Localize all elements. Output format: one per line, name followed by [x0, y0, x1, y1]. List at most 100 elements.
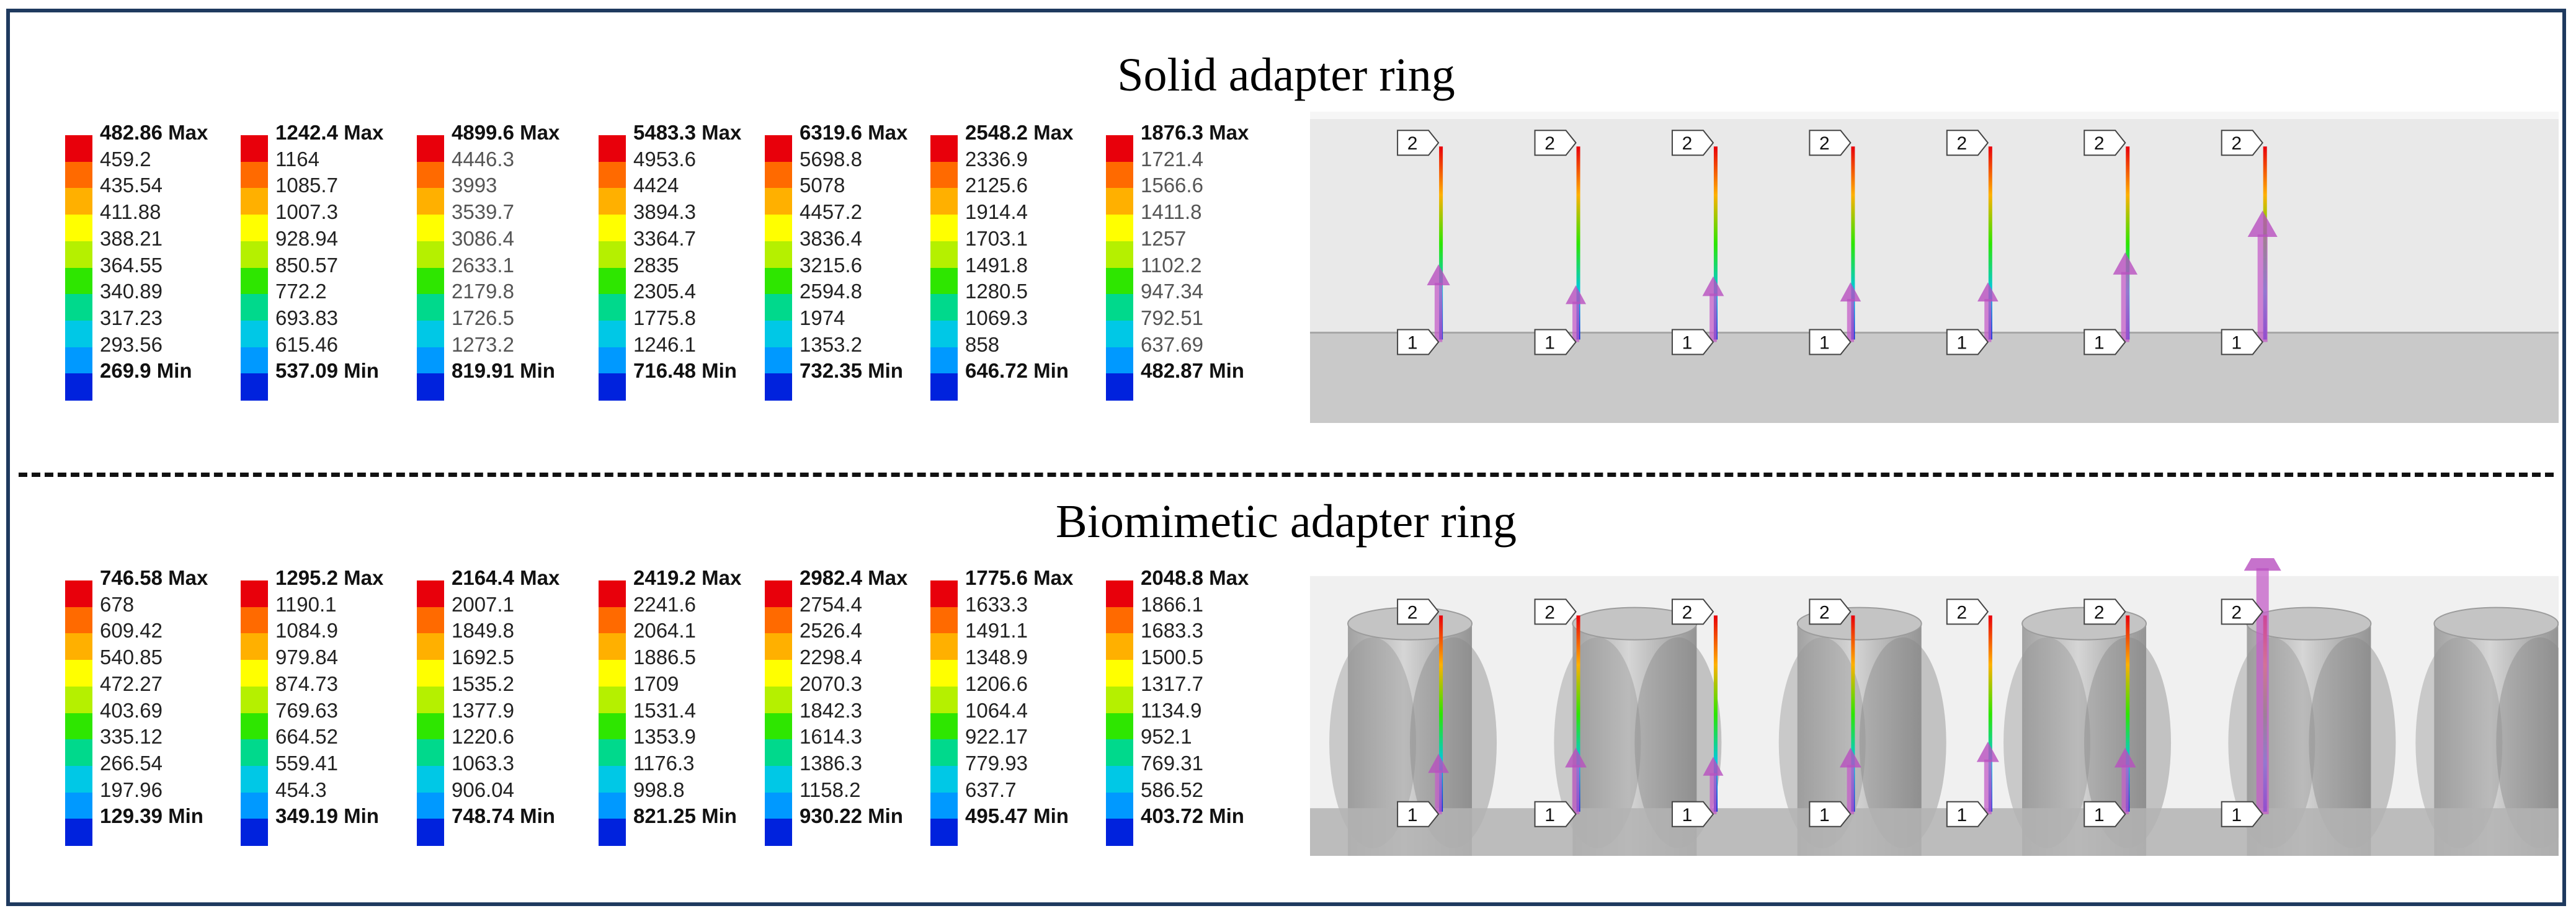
- legend-tick-label: 1531.4: [633, 698, 696, 722]
- legend-tick-label: 2835: [633, 253, 679, 277]
- ring-upper-surface: [1310, 112, 2559, 333]
- legend-tick-label: 3086.4: [452, 226, 514, 250]
- node-label: 2: [2094, 133, 2105, 154]
- node-2-flag: 2: [2084, 598, 2126, 625]
- legend-tick-label: 559.41: [275, 751, 338, 775]
- legend-min-label: 646.72 Min: [965, 359, 1069, 383]
- beam-element: [1576, 615, 1580, 812]
- legend-tick-label: 858: [965, 332, 1000, 356]
- legend-swatch: [765, 373, 792, 401]
- legend-swatch: [241, 241, 268, 269]
- legend-swatch: [241, 215, 268, 242]
- legend-tick-label: 586.52: [1141, 778, 1203, 801]
- beam-element: [1713, 615, 1718, 812]
- legend-tick-label: 1273.2: [452, 332, 514, 356]
- ring-lower-surface: [1310, 332, 2559, 423]
- legend-swatch: [599, 135, 626, 162]
- legend-tick-label: 454.3: [275, 778, 327, 801]
- legend-swatch: [930, 739, 958, 767]
- legend-tick-label: 874.73: [275, 672, 338, 695]
- legend-swatch: [1106, 686, 1133, 714]
- reaction-force-arrow: [1977, 282, 1999, 342]
- panel-title-biomimetic: Biomimetic adapter ring: [1056, 496, 1517, 548]
- legend-swatch: [599, 819, 626, 847]
- legend-swatch: [599, 792, 626, 820]
- beam-element: [1851, 146, 1855, 340]
- node-label: 1: [1544, 332, 1555, 353]
- legend-max-label: 746.58 Max: [100, 566, 208, 589]
- node-2-flag: 2: [2221, 598, 2263, 625]
- legend-tick-label: 1317.7: [1141, 672, 1203, 695]
- beam-element: [1439, 146, 1443, 340]
- legend-swatch: [65, 713, 92, 740]
- legend-swatch: [417, 792, 444, 820]
- legend-swatch: [930, 215, 958, 242]
- node-1-flag: 1: [1809, 329, 1852, 355]
- beam-element: [1851, 615, 1855, 812]
- legend-swatch: [241, 580, 268, 608]
- legend-tick-label: 1134.9: [1141, 698, 1202, 722]
- node-label: 1: [2231, 332, 2242, 353]
- node-label: 1: [1407, 805, 1418, 825]
- node-label: 2: [1956, 133, 1967, 154]
- legend-swatch: [65, 792, 92, 820]
- legend-min-label: 495.47 Min: [965, 804, 1069, 828]
- legend-swatch: [417, 739, 444, 767]
- legend-tick-label: 293.56: [100, 332, 163, 356]
- legend-swatch: [241, 347, 268, 375]
- legend-tick-label: 388.21: [100, 226, 163, 250]
- legend-tick-label: 1726.5: [452, 306, 514, 329]
- legend-tick-label: 1914.4: [965, 200, 1028, 224]
- legend-swatch: [241, 765, 268, 793]
- legend-swatch: [599, 580, 626, 608]
- legend-swatch: [1106, 347, 1133, 375]
- legend-tick-label: 1411.8: [1141, 200, 1202, 224]
- node-label: 1: [1819, 805, 1830, 825]
- node-pair: 21: [1397, 598, 1449, 827]
- legend-tick-label: 1084.9: [275, 619, 338, 643]
- node-label: 2: [1544, 602, 1555, 623]
- legend-swatch: [1106, 765, 1133, 793]
- legend-tick-label: 1353.2: [800, 332, 862, 356]
- legend-swatch: [930, 373, 958, 401]
- node-label: 1: [1682, 332, 1693, 353]
- legend-tick-label: 1886.5: [633, 646, 696, 669]
- legend-tick-label: 979.84: [275, 646, 338, 669]
- node-1-flag: 1: [1946, 801, 1989, 827]
- legend-tick-label: 1257: [1141, 226, 1187, 250]
- reaction-force-arrow: [2113, 252, 2138, 342]
- legend-tick-label: 792.51: [1141, 306, 1203, 329]
- legend-swatch: [241, 294, 268, 322]
- legend-swatch: [765, 660, 792, 688]
- node-1-flag: 1: [1809, 801, 1852, 827]
- legend-swatch: [930, 686, 958, 714]
- node-label: 1: [1544, 805, 1555, 825]
- legend-swatch: [930, 819, 958, 847]
- legend-tick-label: 664.52: [275, 725, 338, 749]
- legend-tick-label: 197.96: [100, 778, 163, 801]
- legend-swatch: [241, 320, 268, 348]
- legend-swatch: [599, 188, 626, 216]
- legend-tick-label: 1614.3: [800, 725, 862, 749]
- node-2-flag: 2: [1671, 130, 1714, 156]
- legend-tick-label: 1721.4: [1141, 147, 1203, 171]
- reaction-force-arrow: [1702, 276, 1724, 342]
- legend-tick-label: 1190.1: [275, 592, 337, 616]
- legend-tick-label: 1500.5: [1141, 646, 1203, 669]
- reaction-force-arrow: [1565, 747, 1587, 814]
- legend-tick-label: 1491.1: [965, 619, 1028, 643]
- legend-tick-label: 1775.8: [633, 306, 696, 329]
- legend-swatch: [417, 580, 444, 608]
- legend-swatch: [417, 320, 444, 348]
- legend-max-label: 1775.6 Max: [965, 566, 1074, 589]
- legend-max-label: 2982.4 Max: [800, 566, 908, 589]
- legend-swatch: [599, 686, 626, 714]
- legend-tick-label: 772.2: [275, 280, 327, 303]
- node-label: 2: [1407, 602, 1418, 623]
